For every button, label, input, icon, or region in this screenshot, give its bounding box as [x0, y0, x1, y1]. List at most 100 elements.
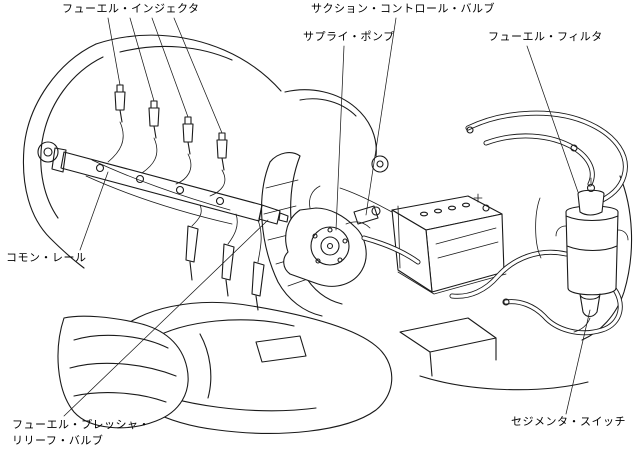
injector-2-connector: [150, 100, 158, 109]
pipe-2: [141, 137, 158, 174]
injector-7-nozzle: [255, 295, 259, 311]
hose-return-core: [450, 250, 568, 298]
leader-lines: [63, 17, 591, 417]
body-outline: [22, 34, 633, 341]
injector-6-nozzle: [225, 279, 229, 297]
tray-top: [399, 317, 497, 353]
battery: [339, 187, 507, 295]
body-top-cowl: [95, 34, 282, 92]
injector-5-nozzle: [189, 261, 193, 281]
filter-rim: [565, 215, 619, 222]
hose-loop-core: [504, 284, 622, 335]
body-left-fender-inner: [40, 56, 104, 219]
flange-bolt-5: [312, 233, 318, 239]
leader-fuel-injector-1: [107, 17, 121, 86]
battery-label-2: [437, 241, 499, 259]
top-harness-2: [299, 98, 357, 117]
battery-cap-3: [447, 205, 457, 211]
filter-nipple: [586, 183, 596, 193]
top-harness-1: [284, 89, 377, 157]
hose-branch: [483, 133, 595, 187]
hose-main-core: [466, 111, 627, 205]
body-left-fender: [22, 43, 97, 269]
common-rail-left-cap: [51, 147, 67, 173]
fuel-filter-assembly: [535, 177, 629, 333]
pressure-relief-valve-tip: [278, 212, 289, 223]
body-hood-line: [119, 45, 233, 61]
battery-cap-2: [433, 208, 443, 214]
battery-cable: [339, 187, 393, 213]
pipe-3: [175, 153, 192, 185]
rail-union-3: [175, 185, 185, 195]
label-fuel-filter: フューエル・フィルタ: [488, 31, 603, 43]
injector-5-body: [185, 225, 199, 263]
air-cleaner-rib-1: [73, 334, 169, 349]
hose-branch-core: [484, 134, 594, 186]
pressure-relief-valve: [258, 204, 281, 225]
leakoff-line-2: [85, 175, 233, 225]
injector-2-stem: [153, 125, 157, 139]
pump-pipe-1: [309, 185, 321, 209]
pump-flange-inner: [320, 236, 340, 256]
label-sedimenter-switch: セジメンタ・スイッチ: [511, 416, 626, 428]
pipe-1: [107, 121, 124, 163]
battery-tray: [399, 317, 589, 391]
injector-4-stem: [221, 157, 225, 171]
engine-cover-line-3: [199, 333, 212, 399]
injectors: [114, 84, 265, 311]
battery-base: [397, 271, 507, 295]
leader-suction-control-valve: [365, 17, 397, 216]
injector-6-body: [221, 243, 235, 281]
leader-fuel-injector-2: [129, 17, 155, 102]
battery-plus-mark: [473, 193, 483, 203]
rail-union-4: [215, 196, 225, 206]
sedimenter-wire: [573, 317, 591, 333]
injector-7-body: [251, 261, 265, 297]
injector-2-body: [148, 107, 160, 127]
leader-fuel-injector-4: [173, 17, 223, 134]
hose-clamp-2: [570, 144, 578, 152]
filter-bracket: [535, 197, 542, 259]
intake-duct-outer: [261, 161, 323, 317]
intake-duct-top: [269, 152, 301, 163]
injector-3-body: [182, 123, 194, 143]
suction-control-valve-cap: [371, 206, 381, 216]
sedimenter-switch: [579, 293, 601, 318]
idler-pulley-hub: [376, 160, 384, 168]
duct-rib-1: [265, 179, 299, 189]
washer-cap: [37, 141, 59, 163]
rail-union-1: [95, 163, 105, 173]
high-pressure-pipes: [85, 121, 262, 263]
supply-pump-assembly: [283, 89, 389, 287]
tray-leg-1: [429, 351, 433, 377]
battery-cap-1: [419, 211, 429, 217]
injector-3-stem: [187, 141, 191, 155]
pump-center: [326, 242, 334, 250]
duct-rib-2: [263, 205, 297, 215]
air-cleaner-rib-2: [69, 362, 177, 377]
flange-bolt-4: [315, 258, 321, 264]
injector-4-body: [216, 139, 228, 159]
injector-1-stem: [119, 109, 123, 123]
injector-4-connector: [218, 132, 226, 141]
filter-cap: [577, 189, 605, 216]
air-cleaner: [57, 315, 189, 429]
hose-main: [465, 110, 628, 206]
label-fuel-pressure-relief-valve: フューエル・プレッシャ・ リリーフ・バルブ: [12, 419, 150, 447]
injector-3-connector: [184, 116, 192, 125]
hose-clamp-1: [466, 126, 474, 134]
common-rail: [60, 151, 263, 222]
leader-supply-pump: [335, 45, 345, 231]
flange-bolt-3: [337, 257, 343, 263]
pipe-5: [191, 204, 202, 227]
filter-port-left: [555, 225, 567, 237]
hose-pump-feed-core: [362, 236, 420, 264]
battery-cap-4: [461, 202, 471, 208]
leader-fuel-injector-3: [151, 17, 189, 118]
leader-fuel-filter: [526, 45, 579, 193]
air-cleaner-rib-3: [73, 392, 167, 403]
leader-pressure-relief-valve: [63, 219, 269, 417]
filter-ring: [566, 245, 618, 252]
